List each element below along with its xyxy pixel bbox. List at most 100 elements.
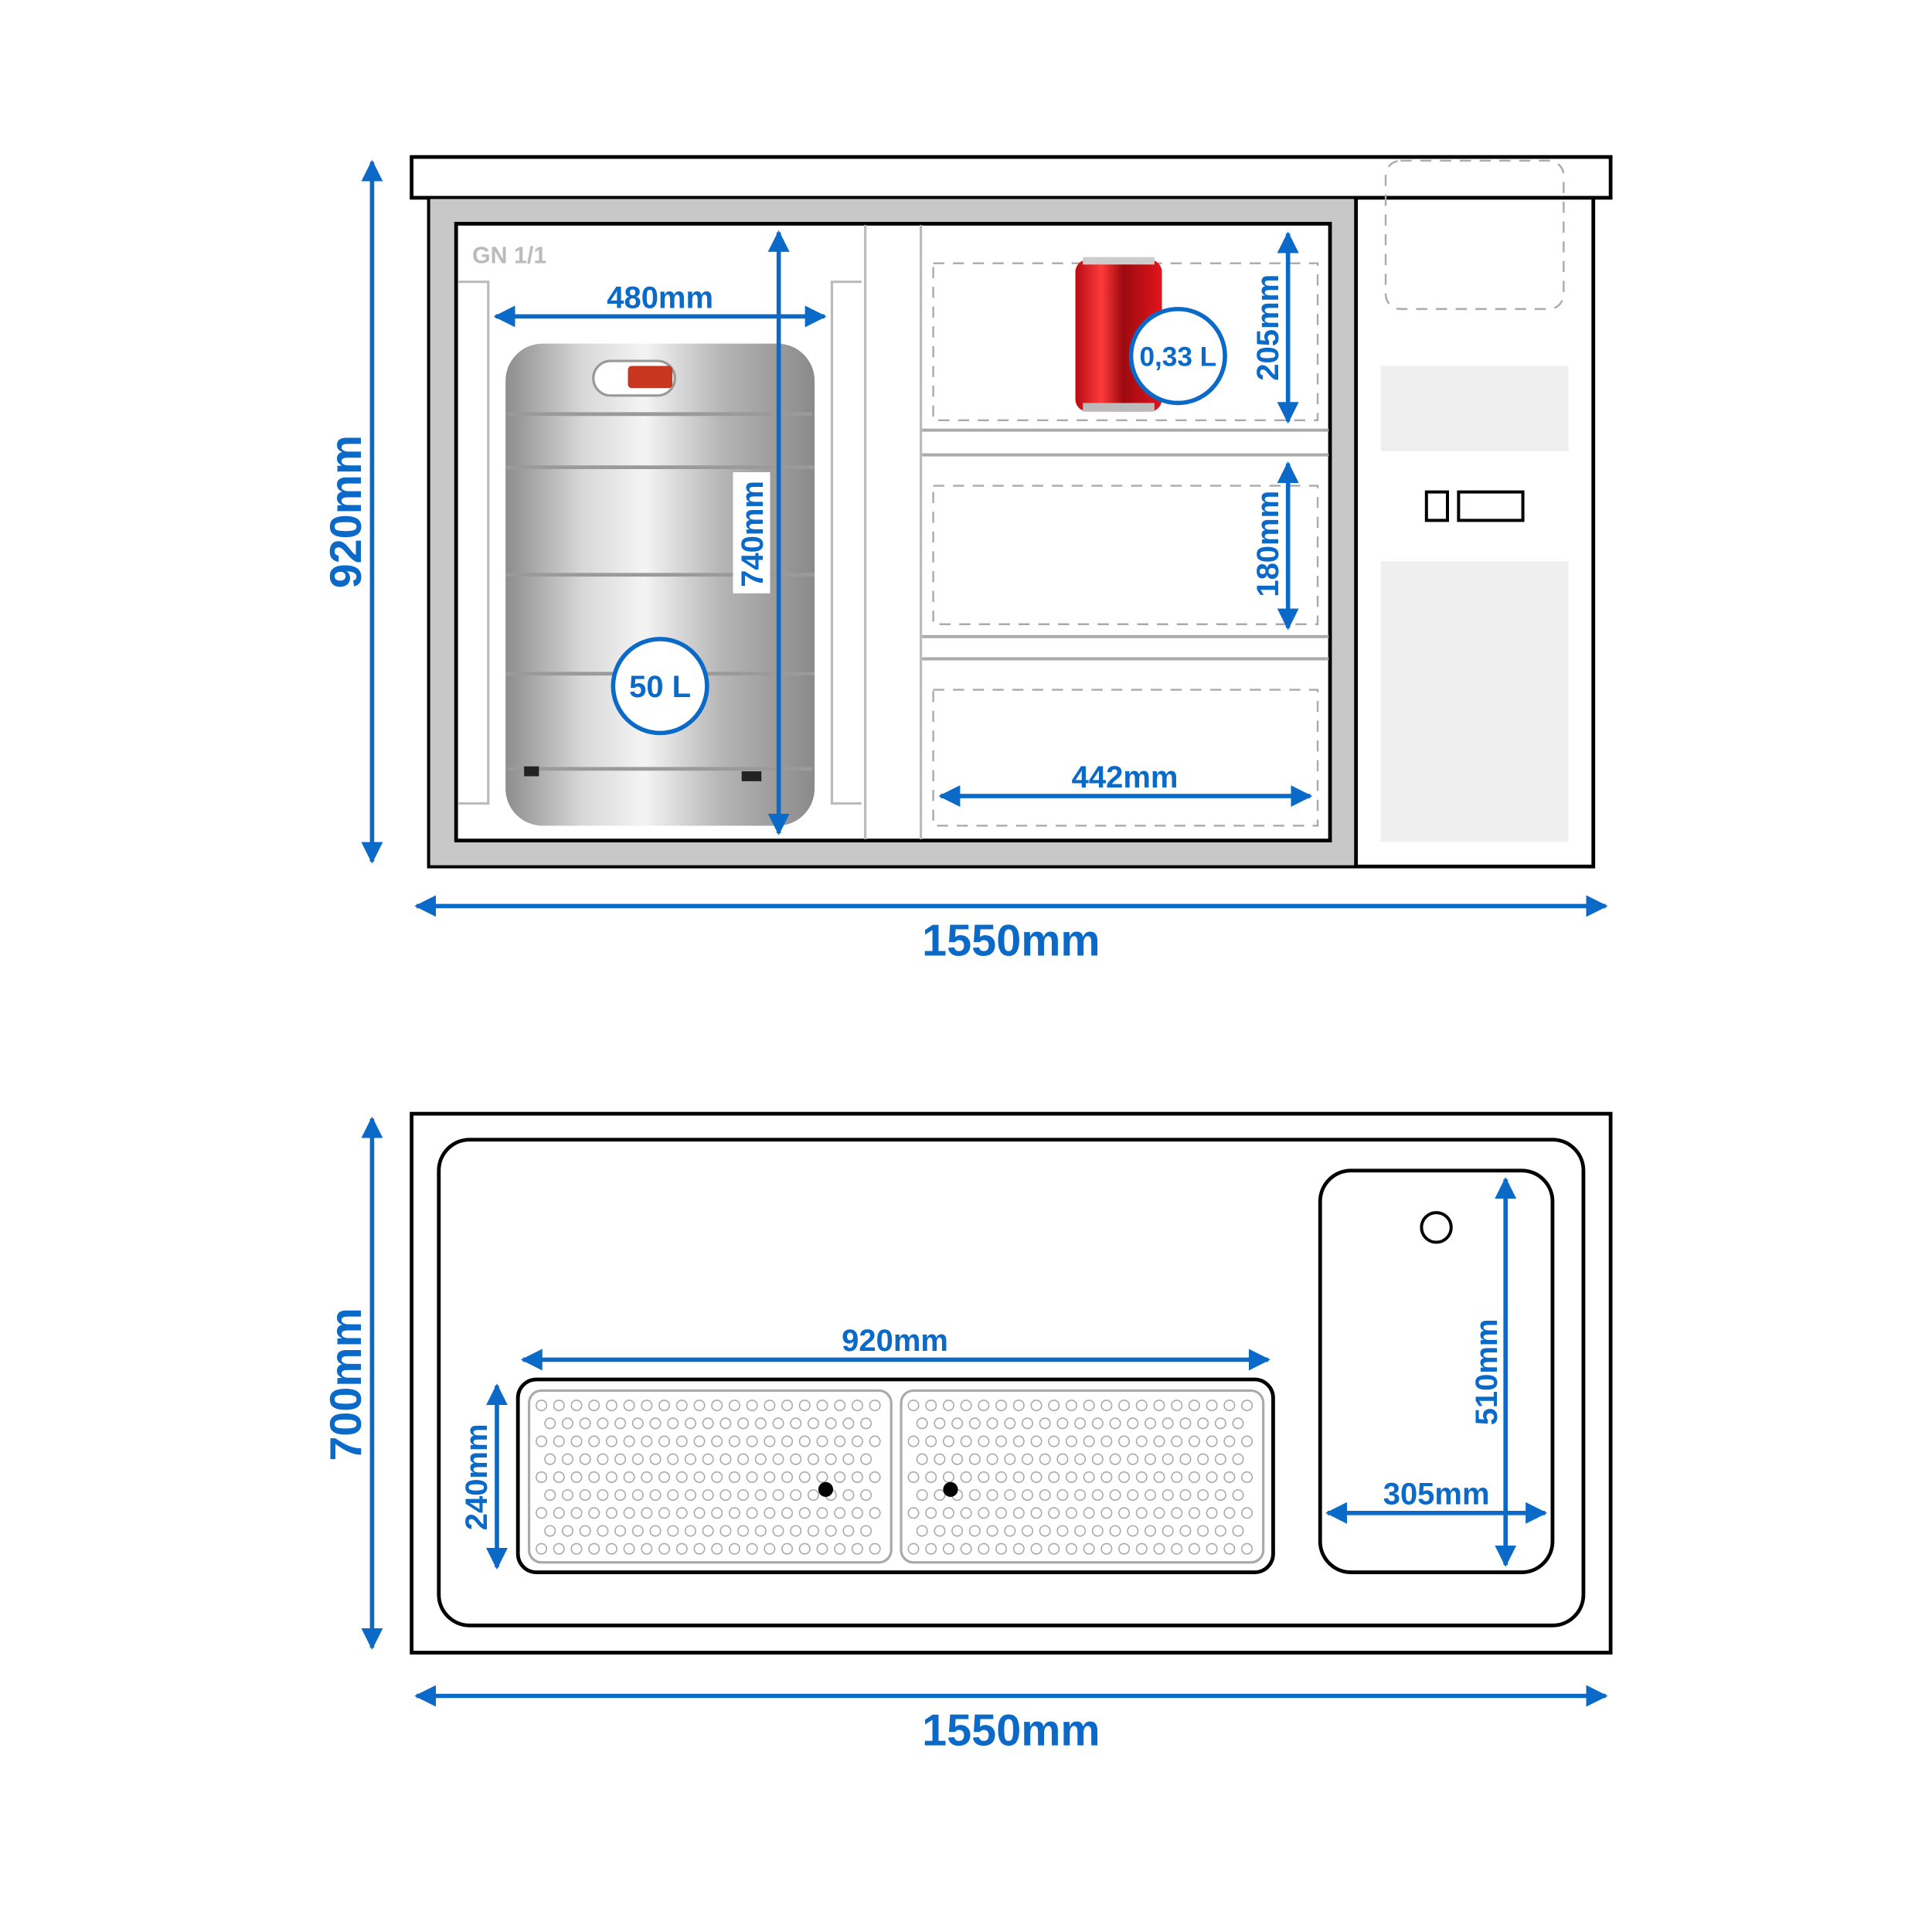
perforation-hole <box>1171 1435 1183 1447</box>
perforation-hole <box>978 1507 990 1519</box>
perforation-hole <box>746 1507 758 1519</box>
perforation-hole <box>588 1543 600 1555</box>
perforation-hole <box>825 1525 837 1537</box>
perforation-hole <box>790 1453 802 1465</box>
perforation-hole <box>960 1435 972 1447</box>
perforation-hole <box>790 1525 802 1537</box>
perforation-hole <box>851 1400 863 1412</box>
perforation-hole <box>1021 1525 1034 1537</box>
perforation-hole <box>807 1453 819 1465</box>
perforation-hole <box>1232 1453 1244 1465</box>
perforation-hole <box>1074 1489 1087 1502</box>
perforation-hole <box>807 1417 819 1430</box>
perforation-hole <box>772 1453 784 1465</box>
perforation-hole <box>968 1453 981 1465</box>
perforation-hole <box>1179 1417 1192 1430</box>
perforation-hole <box>825 1417 837 1430</box>
perforation-hole <box>1004 1489 1016 1502</box>
perforation-hole <box>1109 1453 1121 1465</box>
keg-volume-label: 50 L <box>629 670 691 704</box>
perforation-hole <box>1153 1400 1165 1412</box>
perforation-hole <box>860 1417 872 1430</box>
perforation-hole <box>614 1489 627 1502</box>
perforation-hole <box>816 1435 828 1447</box>
perforation-hole <box>631 1489 644 1502</box>
perforation-hole <box>719 1489 732 1502</box>
perforation-hole <box>728 1543 740 1555</box>
perforation-hole <box>1127 1417 1139 1430</box>
perforation-hole <box>719 1417 732 1430</box>
keg-height-label: 740mm <box>736 481 770 587</box>
perforation-hole <box>1083 1435 1095 1447</box>
keg-volume-badge <box>611 637 709 736</box>
perforation-hole <box>1135 1471 1148 1483</box>
perforation-hole <box>1091 1525 1104 1537</box>
perforation-hole <box>942 1507 954 1519</box>
perforation-hole <box>553 1543 565 1555</box>
perforation-hole <box>631 1417 644 1430</box>
perforation-hole <box>960 1543 972 1555</box>
height-label: 920mm <box>321 435 371 588</box>
perforation-hole <box>1162 1417 1174 1430</box>
perforation-hole <box>631 1453 644 1465</box>
perforation-hole <box>675 1400 688 1412</box>
sink <box>1318 1168 1555 1574</box>
perforation-hole <box>1162 1453 1174 1465</box>
perforation-hole <box>934 1489 946 1502</box>
perforation-hole <box>579 1417 591 1430</box>
perforation-hole <box>1241 1435 1253 1447</box>
perforation-hole <box>1241 1400 1253 1412</box>
perforation-hole <box>907 1471 920 1483</box>
perforation-hole <box>658 1543 671 1555</box>
perforation-hole <box>693 1471 706 1483</box>
perforation-hole <box>978 1543 990 1555</box>
perforation-hole <box>1188 1543 1200 1555</box>
gn-label: GN 1/1 <box>472 243 546 269</box>
perforation-hole <box>667 1417 679 1430</box>
perforation-hole <box>1171 1400 1183 1412</box>
perforation-hole <box>1056 1453 1069 1465</box>
perforation-hole <box>1030 1400 1043 1412</box>
perforation-hole <box>1135 1400 1148 1412</box>
perforation-hole <box>1030 1471 1043 1483</box>
perforation-hole <box>605 1507 617 1519</box>
perforation-hole <box>711 1507 723 1519</box>
perforation-hole <box>702 1417 714 1430</box>
drip-tray-depth-label: 240mm <box>460 1424 494 1531</box>
panel-upper <box>1380 366 1569 451</box>
perforation-hole <box>675 1507 688 1519</box>
perforation-hole <box>925 1435 937 1447</box>
shelf-zones <box>932 262 1319 827</box>
perforation-hole <box>951 1417 964 1430</box>
perforation-hole <box>798 1543 811 1555</box>
perforation-hole <box>1056 1525 1069 1537</box>
perforation-hole <box>995 1471 1008 1483</box>
perforation-hole <box>1241 1471 1253 1483</box>
perforation-hole <box>934 1417 946 1430</box>
perforation-hole <box>1223 1543 1236 1555</box>
perforation-hole <box>570 1543 583 1555</box>
perforation-hole <box>968 1489 981 1502</box>
perforation-hole <box>1039 1453 1051 1465</box>
perforation-hole <box>1135 1543 1148 1555</box>
perforation-hole <box>658 1400 671 1412</box>
perforation-hole <box>916 1489 928 1502</box>
perforation-hole <box>711 1543 723 1555</box>
perforation-hole <box>1109 1417 1121 1430</box>
perforation-hole <box>1004 1453 1016 1465</box>
shelf-width-label: 442mm <box>1072 760 1179 794</box>
perforation-hole <box>728 1400 740 1412</box>
switch-icon <box>1424 490 1449 522</box>
perforation-hole <box>1197 1417 1209 1430</box>
perforation-hole <box>641 1507 653 1519</box>
perforation-hole <box>951 1453 964 1465</box>
shelf2-height-label: 180mm <box>1251 491 1285 597</box>
perforation-hole <box>614 1417 627 1430</box>
drip-drain-right <box>943 1481 958 1497</box>
perforation-hole <box>667 1489 679 1502</box>
perforation-hole <box>1091 1417 1104 1430</box>
perforation-hole <box>536 1507 548 1519</box>
perforation-hole <box>986 1489 998 1502</box>
perforation-hole <box>649 1525 662 1537</box>
